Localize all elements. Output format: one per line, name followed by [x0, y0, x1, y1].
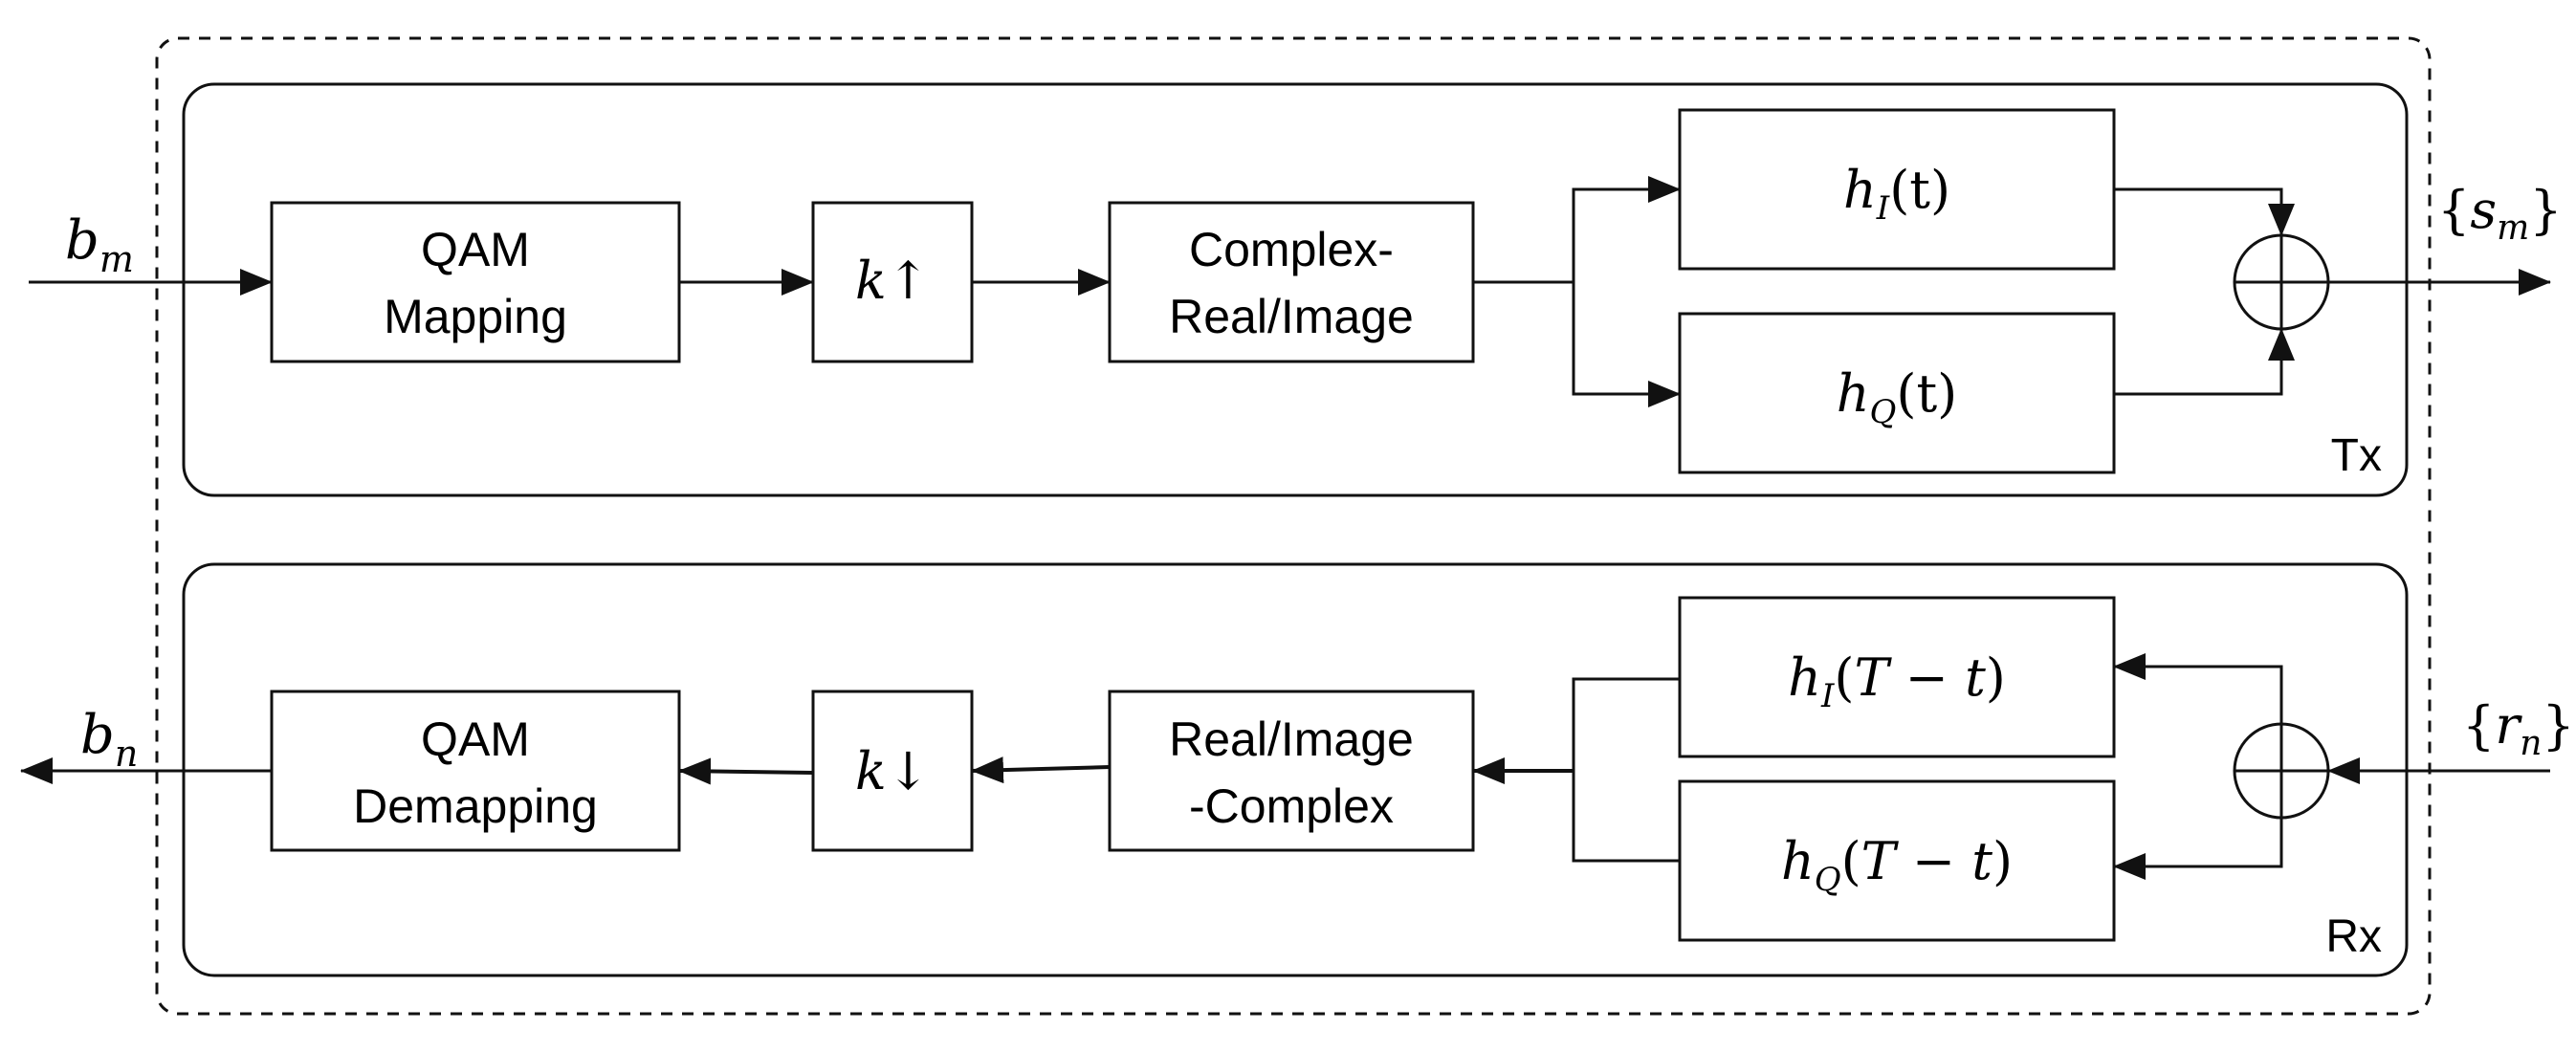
rx-input-symbol: {rn}: [2462, 695, 2575, 763]
rx-sum-to-hi: [2113, 653, 2283, 724]
tx-output-symbol: {sm}: [2437, 180, 2563, 248]
rx-hi-merge: [1572, 677, 1680, 771]
tx-filter-i-label: hI(t): [1843, 160, 1950, 228]
real-to-complex-line2: -Complex: [1189, 779, 1394, 833]
arrow-r2c-to-downsampler: [971, 756, 1111, 784]
tx-label: Tx: [2331, 430, 2382, 481]
upsampler-label: k↑: [855, 251, 930, 311]
real-to-complex-block: Real/Image -Complex: [1108, 690, 1475, 852]
downsampler-label: k↓: [855, 741, 930, 801]
rx-summation-node: [2233, 722, 2330, 820]
arrow-downsampler-to-demap: [678, 757, 814, 785]
tx-split-to-hi: [1572, 176, 1681, 282]
tx-split-to-hq: [1572, 282, 1681, 407]
rx-hq-merge: [1572, 771, 1680, 863]
tx-block: [182, 82, 2409, 497]
rx-filter-i-label: hI(T − t): [1788, 647, 2006, 715]
upsampler-block: k↑: [811, 201, 974, 363]
complex-to-real-line2: Real/Image: [1169, 290, 1414, 343]
qam-demapping-line2: Demapping: [353, 779, 598, 833]
complex-to-real-line1: Complex-: [1189, 223, 1394, 276]
rx-filter-q-label: hQ(T − t): [1781, 831, 2013, 899]
real-to-complex-line1: Real/Image: [1169, 712, 1414, 766]
tx-filter-q-block: hQ(t): [1678, 312, 2116, 474]
rx-output-symbol: bn: [80, 704, 138, 775]
rx-filter-i-block: hI(T − t): [1678, 596, 2116, 758]
qam-demapping-line1: QAM: [421, 712, 530, 766]
tx-hi-to-sum: [2114, 187, 2295, 236]
downsampler-block: k↓: [811, 690, 974, 852]
tx-input-symbol: bm: [65, 209, 134, 280]
qam-demapping-block: QAM Demapping: [270, 690, 681, 852]
system-boundary: [155, 36, 2432, 1016]
complex-to-real-block: Complex- Real/Image: [1108, 201, 1475, 363]
qam-mapping-line1: QAM: [421, 223, 530, 276]
tx-hq-to-sum: [2114, 328, 2295, 396]
tx-summation-node: [2233, 233, 2330, 331]
rx-filter-q-block: hQ(T − t): [1678, 779, 2116, 942]
tx-filter-q-label: hQ(t): [1837, 363, 1958, 431]
qam-mapping-block: QAM Mapping: [270, 201, 681, 363]
qam-mapping-line2: Mapping: [384, 290, 567, 343]
tx-filter-i-block: hI(t): [1678, 108, 2116, 271]
rx-label: Rx: [2325, 911, 2382, 962]
rx-sum-to-hq: [2113, 818, 2283, 880]
